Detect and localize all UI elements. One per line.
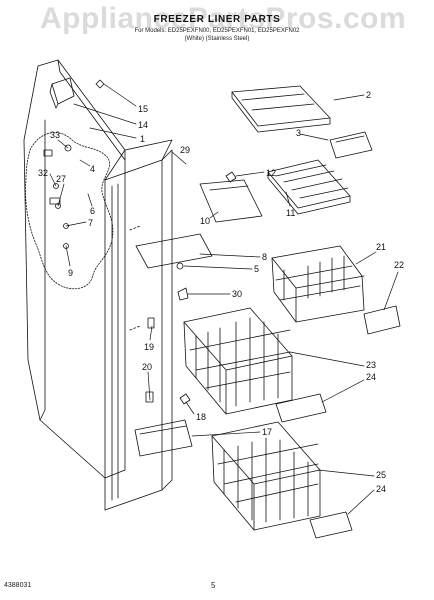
callout-14: 14 xyxy=(138,120,148,130)
callout-7: 7 xyxy=(88,218,93,228)
clip-part-30 xyxy=(177,287,189,301)
callout-15: 15 xyxy=(138,104,148,114)
callout-2: 2 xyxy=(366,90,371,100)
callout-30: 30 xyxy=(232,289,242,299)
screw-part-12 xyxy=(225,171,237,183)
callout-24b: 24 xyxy=(376,484,386,494)
model-list: For Models: ED25PEXFN00, ED25PEXFN01, ED… xyxy=(134,28,300,34)
cover-plate-part-8 xyxy=(135,233,213,269)
callout-10: 10 xyxy=(200,216,210,226)
wire-shelf-part-11 xyxy=(267,159,351,215)
callout-9: 9 xyxy=(68,268,73,278)
callout-25: 25 xyxy=(376,470,386,480)
page-number: 5 xyxy=(211,581,216,590)
callout-3: 3 xyxy=(296,128,301,138)
callout-33: 33 xyxy=(50,130,60,140)
callout-6: 6 xyxy=(90,206,95,216)
callout-17: 17 xyxy=(262,427,272,437)
callout-21: 21 xyxy=(376,242,386,252)
color-list: (White) (Stainless Steel) xyxy=(184,36,250,42)
callout-4: 4 xyxy=(90,164,95,174)
document-number: 4388031 xyxy=(4,582,32,589)
callout-1: 1 xyxy=(140,134,145,144)
upper-basket-part-21 xyxy=(271,245,365,323)
callout-23: 23 xyxy=(366,360,376,370)
callout-24a: 24 xyxy=(366,372,376,382)
callout-labels: 15 14 1 2 3 29 12 10 11 8 5 30 21 22 23 … xyxy=(38,90,404,494)
callout-8: 8 xyxy=(262,252,267,262)
page-title: FREEZER LINER PARTS xyxy=(153,14,281,25)
callout-12: 12 xyxy=(266,168,276,178)
callout-11: 11 xyxy=(286,208,295,218)
callout-18: 18 xyxy=(196,412,206,422)
shelf-trim-part-3 xyxy=(329,131,373,159)
callout-22: 22 xyxy=(394,260,404,270)
callout-19: 19 xyxy=(144,342,154,352)
callout-27: 27 xyxy=(56,174,66,184)
callout-29: 29 xyxy=(180,145,190,155)
callout-32: 32 xyxy=(38,168,48,178)
middle-basket-part-23 xyxy=(183,307,293,415)
freezer-liner-part xyxy=(23,59,193,511)
watermark-logo: AppliancePartsPros.com xyxy=(40,2,407,35)
lower-basket-part-25 xyxy=(211,421,321,531)
screw-part-5 xyxy=(176,262,184,270)
callout-5: 5 xyxy=(254,264,259,274)
leader-lines xyxy=(49,83,399,515)
basket-front-part-24b xyxy=(309,511,353,539)
shelf-part-2 xyxy=(231,85,331,133)
basket-front-part-22 xyxy=(363,305,401,335)
callout-20: 20 xyxy=(142,362,152,372)
basket-front-part-24a xyxy=(275,393,327,423)
